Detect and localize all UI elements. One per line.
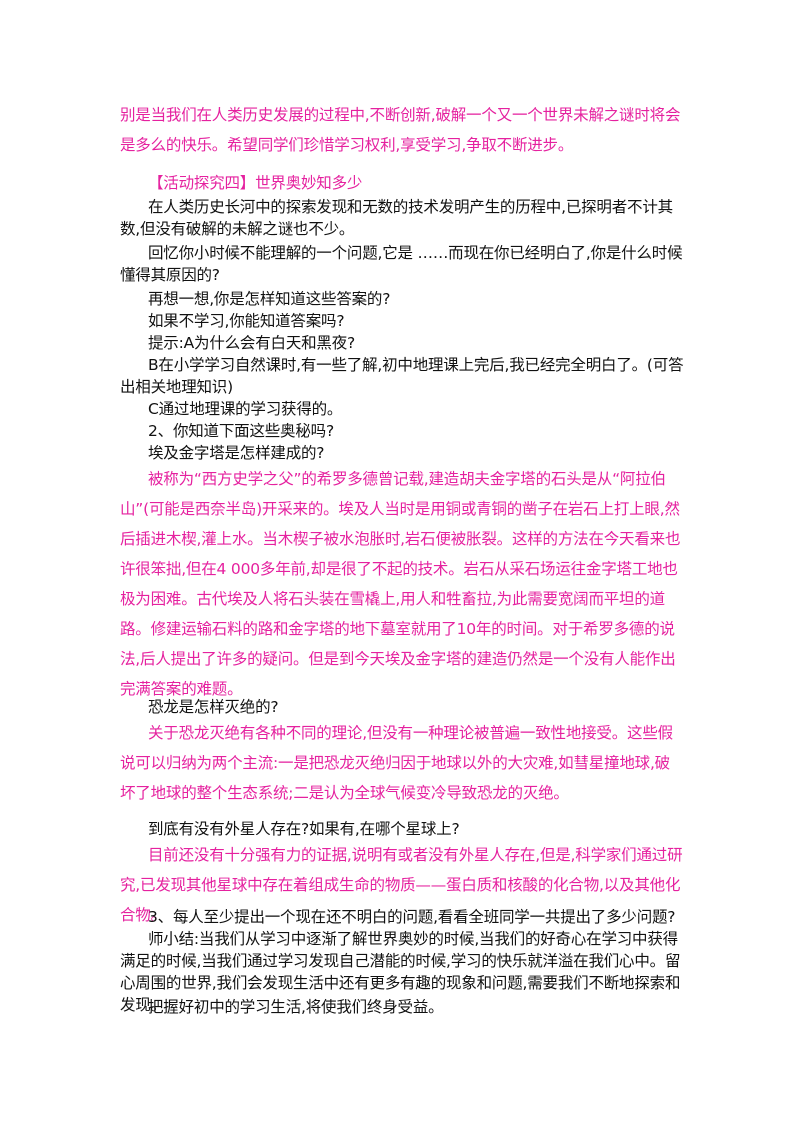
- question-how-know: 再想一想,你是怎样知道这些答案的?: [148, 290, 391, 308]
- question-without-learning: 如果不学习,你能知道答案吗?: [148, 312, 345, 330]
- teacher-summary: 师小结:当我们从学习中逐渐了解世界奥妙的时候,当我们的好奇心在学习中获得满足的时…: [120, 930, 681, 1014]
- question-aliens: 到底有没有外星人存在?如果有,在哪个星球上?: [148, 820, 460, 838]
- answer-pyramid: 被称为“西方史学之父”的希罗多德曾记载,建造胡夫金字塔的石头是从“阿拉伯山”(可…: [120, 470, 681, 698]
- question-pyramid: 埃及金字塔是怎样建成的?: [148, 444, 325, 462]
- hint-c: C通过地理课的学习获得的。: [148, 400, 343, 418]
- section-heading-activity-4: 【活动探究四】世界奥妙知多少: [148, 174, 363, 192]
- question-dinosaur: 恐龙是怎样灭绝的?: [148, 698, 279, 716]
- closing-line: 把握好初中的学习生活,将使我们终身受益。: [148, 998, 444, 1016]
- answer-dinosaur: 关于恐龙灭绝有各种不同的理论,但没有一种理论被普遍一致性地接受。这些假说可以归纳…: [120, 724, 673, 802]
- answer-aliens: 目前还没有十分强有力的证据,说明有或者没有外星人存在,但是,科学家们通过研究,已…: [120, 846, 683, 924]
- paragraph-intro: 在人类历史长河中的探索发现和无数的技术发明产生的历程中,已探明者不计其数,但没有…: [120, 198, 673, 238]
- hint-a: 提示:A为什么会有白天和黑夜?: [148, 334, 356, 352]
- paragraph-learning-joy: 别是当我们在人类历史发展的过程中,不断创新,破解一个又一个世界未解之谜时将会是多…: [120, 106, 681, 154]
- question-3: 3、每人至少提出一个现在还不明白的问题,看看全班同学一共提出了多少问题?: [148, 908, 676, 926]
- question-2: 2、你知道下面这些奥秘吗?: [148, 422, 334, 440]
- question-recall: 回忆你小时候不能理解的一个问题,它是 ……而现在你已经明白了,你是什么时候懂得其…: [120, 244, 683, 284]
- hint-b: B在小学学习自然课时,有一些了解,初中地理课上完后,我已经完全明白了。(可答出相…: [120, 356, 684, 396]
